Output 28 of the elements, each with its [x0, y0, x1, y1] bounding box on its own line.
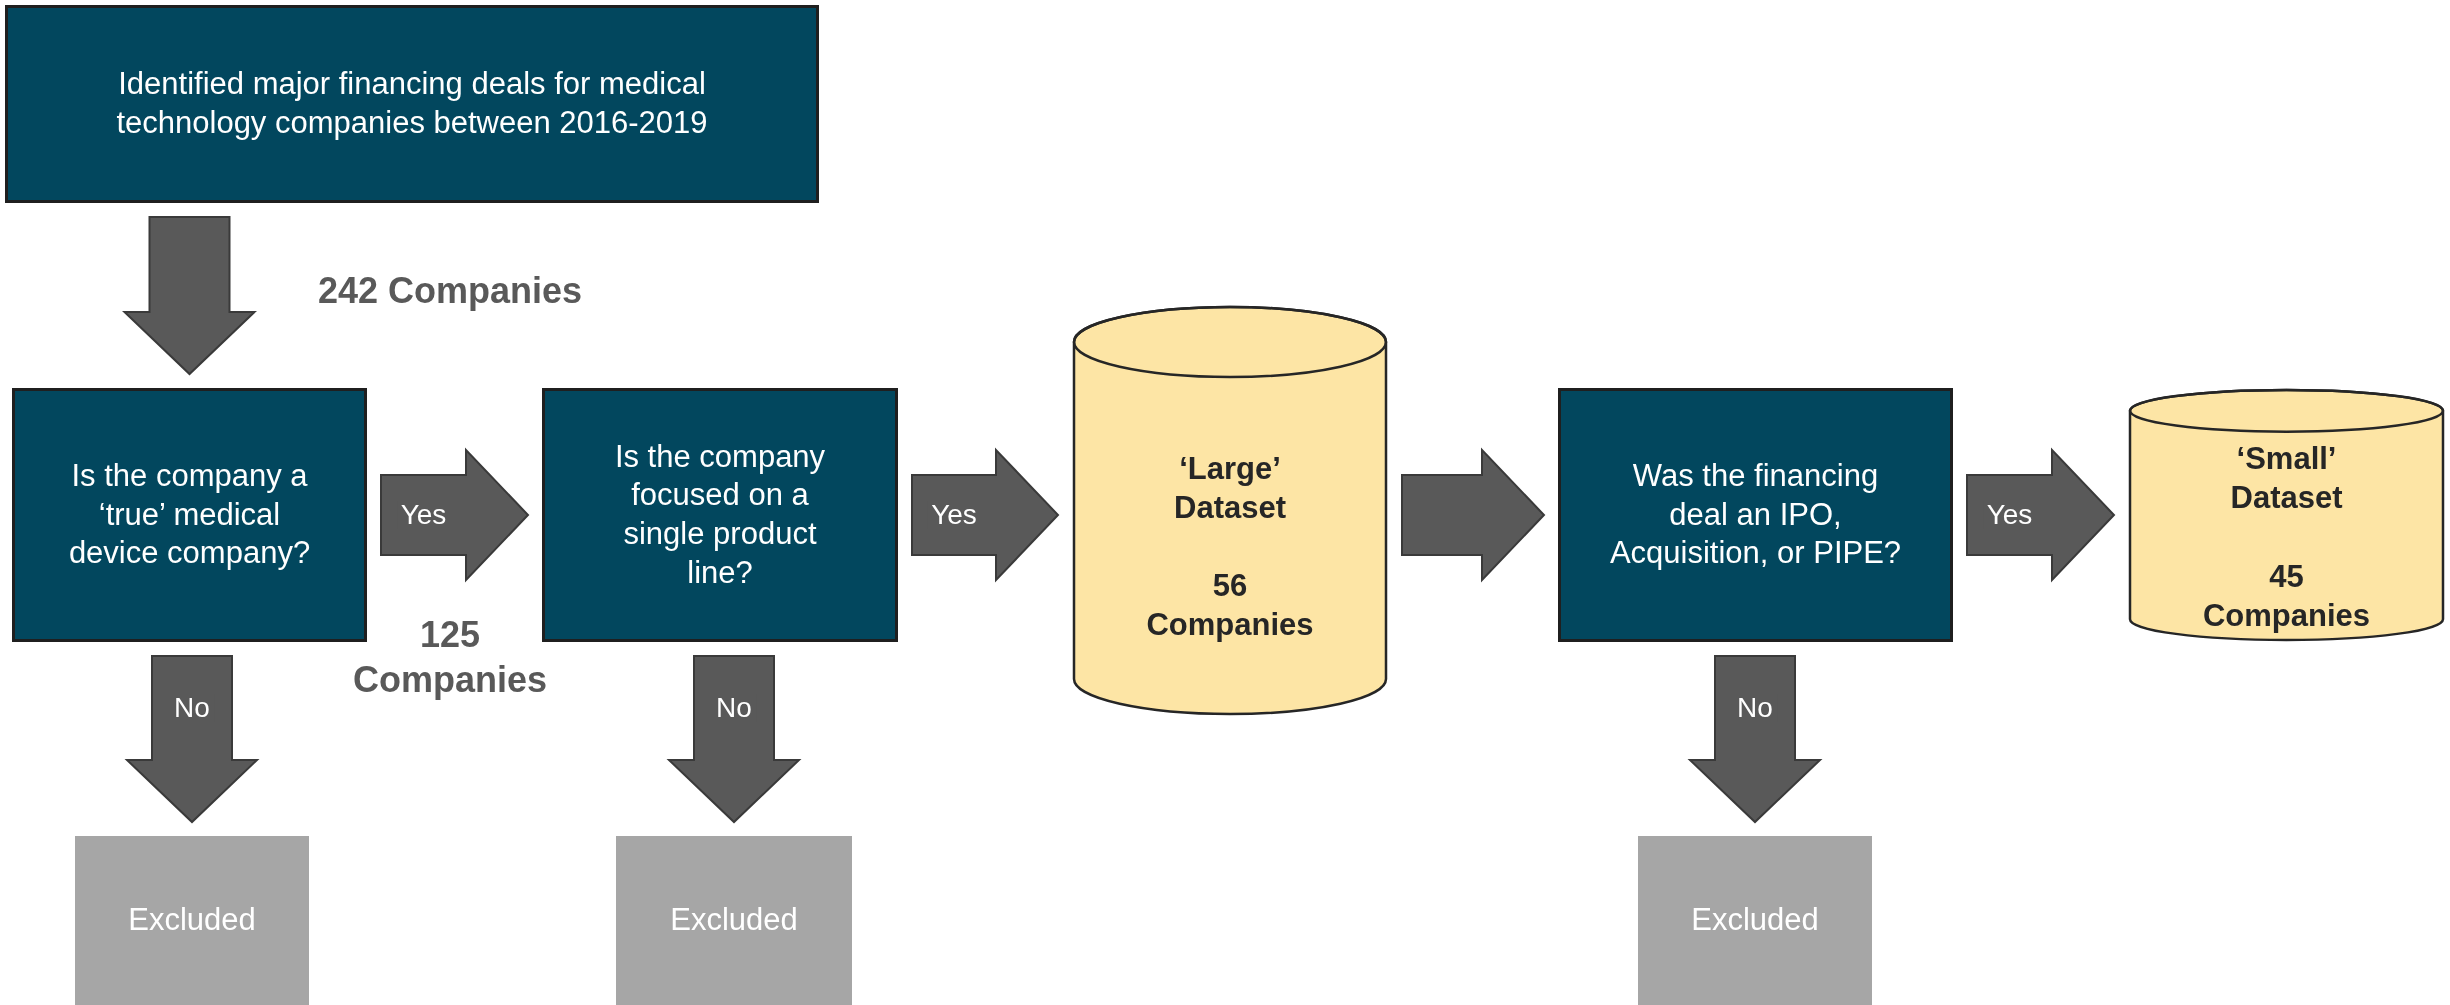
block-arrow: [380, 447, 530, 583]
count-label: 242 Companies: [316, 269, 584, 313]
process-box: [5, 5, 819, 203]
process-box: [1558, 388, 1953, 642]
dataset-text: 56 Companies: [1145, 567, 1315, 645]
dataset-text: 45 Companies: [2201, 557, 2372, 635]
dataset-text: ‘Small’ Dataset: [2229, 440, 2344, 518]
process-box: [542, 388, 898, 642]
dataset-text: ‘Large’ Dataset: [1173, 450, 1287, 527]
box-text: Identified major financing deals for medical technology companies between 2016-2019: [115, 65, 709, 142]
box-text: Is the company focused on a single product line?: [613, 437, 827, 592]
block-arrow: [666, 655, 802, 824]
box-text: Excluded: [670, 901, 798, 940]
box-text: Is the company a ‘true’ medical device company?: [67, 456, 312, 573]
process-box: [12, 388, 367, 642]
block-arrow: [122, 216, 257, 376]
excluded-box: [75, 836, 309, 1005]
block-arrow: [124, 655, 260, 824]
count-label: 125 Companies: [351, 613, 548, 702]
box-text: Excluded: [1691, 901, 1819, 940]
block-arrow: [1401, 447, 1546, 583]
box-text: Was the financing deal an IPO, Acquisition, or PIPE?: [1609, 456, 1902, 573]
block-arrow: [911, 447, 1060, 583]
box-text: Excluded: [128, 901, 256, 940]
block-arrow: [1966, 447, 2116, 583]
excluded-box: [616, 836, 852, 1005]
block-arrow: [1687, 655, 1823, 824]
excluded-box: [1638, 836, 1872, 1005]
